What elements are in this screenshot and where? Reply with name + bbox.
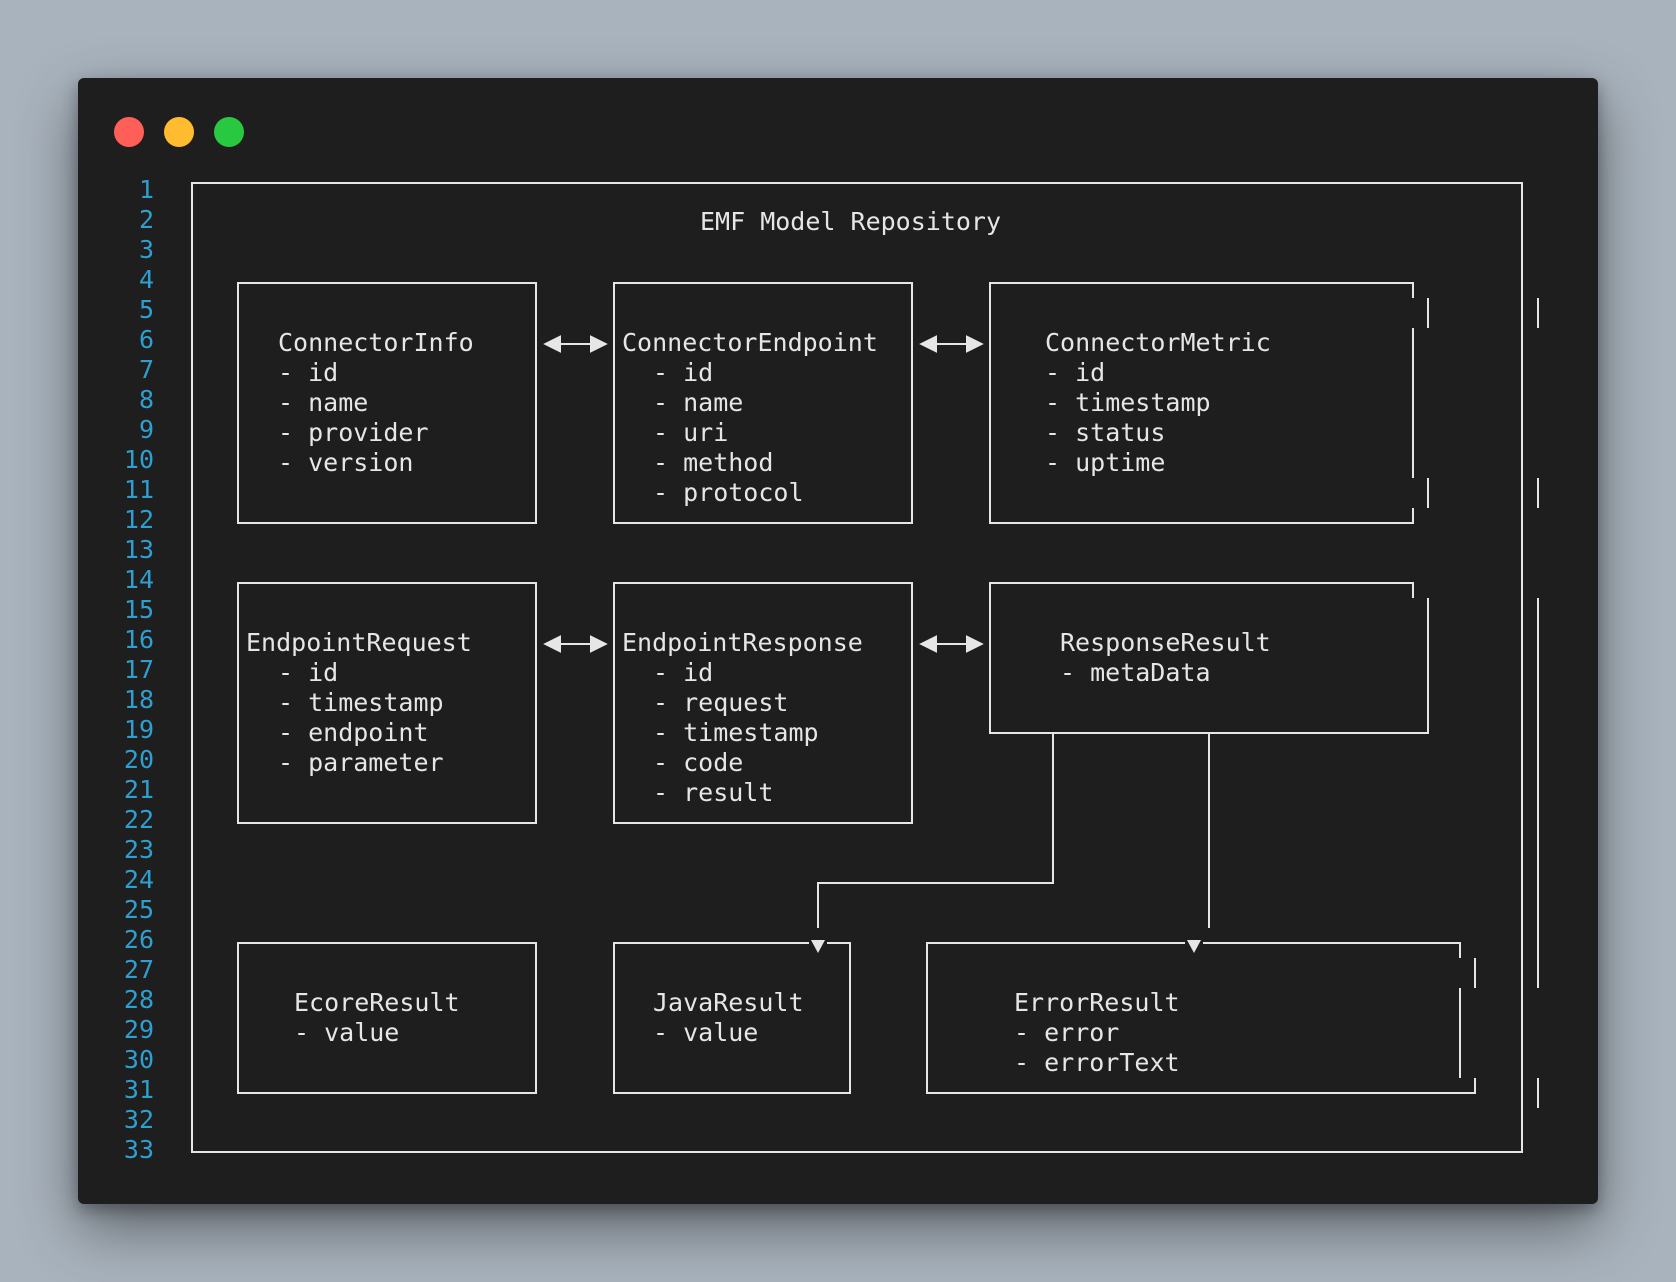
box-field: - errorText — [1014, 1048, 1180, 1077]
repository-frame — [191, 182, 1539, 1153]
box-connector-metric: ConnectorMetric - id - timestamp - statu… — [989, 282, 1429, 524]
line-number: 31 — [123, 1075, 154, 1104]
box-title: ConnectorEndpoint — [622, 328, 878, 357]
line-number: 11 — [123, 475, 154, 504]
line-number: 21 — [123, 775, 154, 804]
box-endpoint-request: EndpointRequest - id - timestamp - endpo… — [237, 582, 537, 824]
box-ecore-result: EcoreResult - value — [237, 942, 537, 1094]
line-number: 28 — [123, 985, 154, 1014]
java-arrowhead — [811, 940, 825, 953]
box-error-result: ErrorResult - error - errorText — [926, 942, 1476, 1094]
close-window-button[interactable] — [114, 117, 144, 147]
box-field: - value — [294, 1018, 399, 1047]
box-field: - name — [278, 388, 368, 417]
box-java-result: JavaResult - value — [613, 942, 851, 1094]
box-title: EndpointRequest — [246, 628, 472, 657]
box-title: ErrorResult — [1014, 988, 1180, 1017]
minimize-window-button[interactable] — [164, 117, 194, 147]
line-number: 33 — [123, 1135, 154, 1164]
box-field: - uptime — [1045, 448, 1165, 477]
box-title: ConnectorMetric — [1045, 328, 1271, 357]
line-number: 17 — [123, 655, 154, 684]
box-field: - error — [1014, 1018, 1119, 1047]
line-number: 12 — [123, 505, 154, 534]
line-number: 13 — [123, 535, 154, 564]
line-number: 26 — [123, 925, 154, 954]
line-number: 14 — [123, 565, 154, 594]
line-number: 1 — [138, 175, 154, 204]
box-field: - timestamp — [653, 718, 819, 747]
box-connector-info: ConnectorInfo - id - name - provider - v… — [237, 282, 537, 524]
maximize-window-button[interactable] — [214, 117, 244, 147]
box-field: - result — [653, 778, 773, 807]
box-title: EndpointResponse — [622, 628, 863, 657]
box-field: - protocol — [653, 478, 804, 507]
box-field: - name — [653, 388, 743, 417]
box-field: - request — [653, 688, 788, 717]
box-field: - provider — [278, 418, 429, 447]
box-field: - version — [278, 448, 413, 477]
box-endpoint-response: EndpointResponse - id - request - timest… — [613, 582, 913, 824]
box-connector-endpoint: ConnectorEndpoint - id - name - uri - me… — [613, 282, 913, 524]
line-number: 8 — [138, 385, 154, 414]
line-number: 27 — [123, 955, 154, 984]
box-field: - value — [653, 1018, 758, 1047]
box-title: JavaResult — [653, 988, 804, 1017]
line-number: 24 — [123, 865, 154, 894]
line-number: 6 — [138, 325, 154, 354]
ascii-diagram: EMF Model Repository ConnectorInfo - id … — [191, 182, 1539, 1153]
line-number: 20 — [123, 745, 154, 774]
box-field: - timestamp — [1045, 388, 1211, 417]
line-number: 22 — [123, 805, 154, 834]
box-field: - id — [653, 358, 713, 387]
line-number: 4 — [138, 265, 154, 294]
box-title: ConnectorInfo — [278, 328, 474, 357]
error-arrowhead — [1187, 940, 1201, 953]
repository-title: EMF Model Repository — [700, 207, 1001, 236]
line-number: 32 — [123, 1105, 154, 1134]
box-field: - id — [1045, 358, 1105, 387]
line-number: 30 — [123, 1045, 154, 1074]
line-number: 23 — [123, 835, 154, 864]
line-number: 7 — [138, 355, 154, 384]
box-field: - metaData — [1060, 658, 1211, 687]
box-field: - endpoint — [278, 718, 429, 747]
line-number: 19 — [123, 715, 154, 744]
line-number: 16 — [123, 625, 154, 654]
line-number: 2 — [138, 205, 154, 234]
line-number: 3 — [138, 235, 154, 264]
line-number: 10 — [123, 445, 154, 474]
box-field: - id — [278, 358, 338, 387]
box-field: - id — [278, 658, 338, 687]
box-field: - uri — [653, 418, 728, 447]
box-field: - code — [653, 748, 743, 777]
box-field: - parameter — [278, 748, 444, 777]
box-response-result: ResponseResult - metaData — [989, 582, 1429, 734]
result-to-java-connector — [817, 733, 1054, 928]
line-number: 29 — [123, 1015, 154, 1044]
box-title: EcoreResult — [294, 988, 460, 1017]
line-number: 5 — [138, 295, 154, 324]
box-field: - status — [1045, 418, 1165, 447]
box-field: - method — [653, 448, 773, 477]
box-field: - timestamp — [278, 688, 444, 717]
box-title: ResponseResult — [1060, 628, 1271, 657]
line-number: 9 — [138, 415, 154, 444]
line-number: 15 — [123, 595, 154, 624]
line-number: 25 — [123, 895, 154, 924]
line-number: 18 — [123, 685, 154, 714]
box-field: - id — [653, 658, 713, 687]
